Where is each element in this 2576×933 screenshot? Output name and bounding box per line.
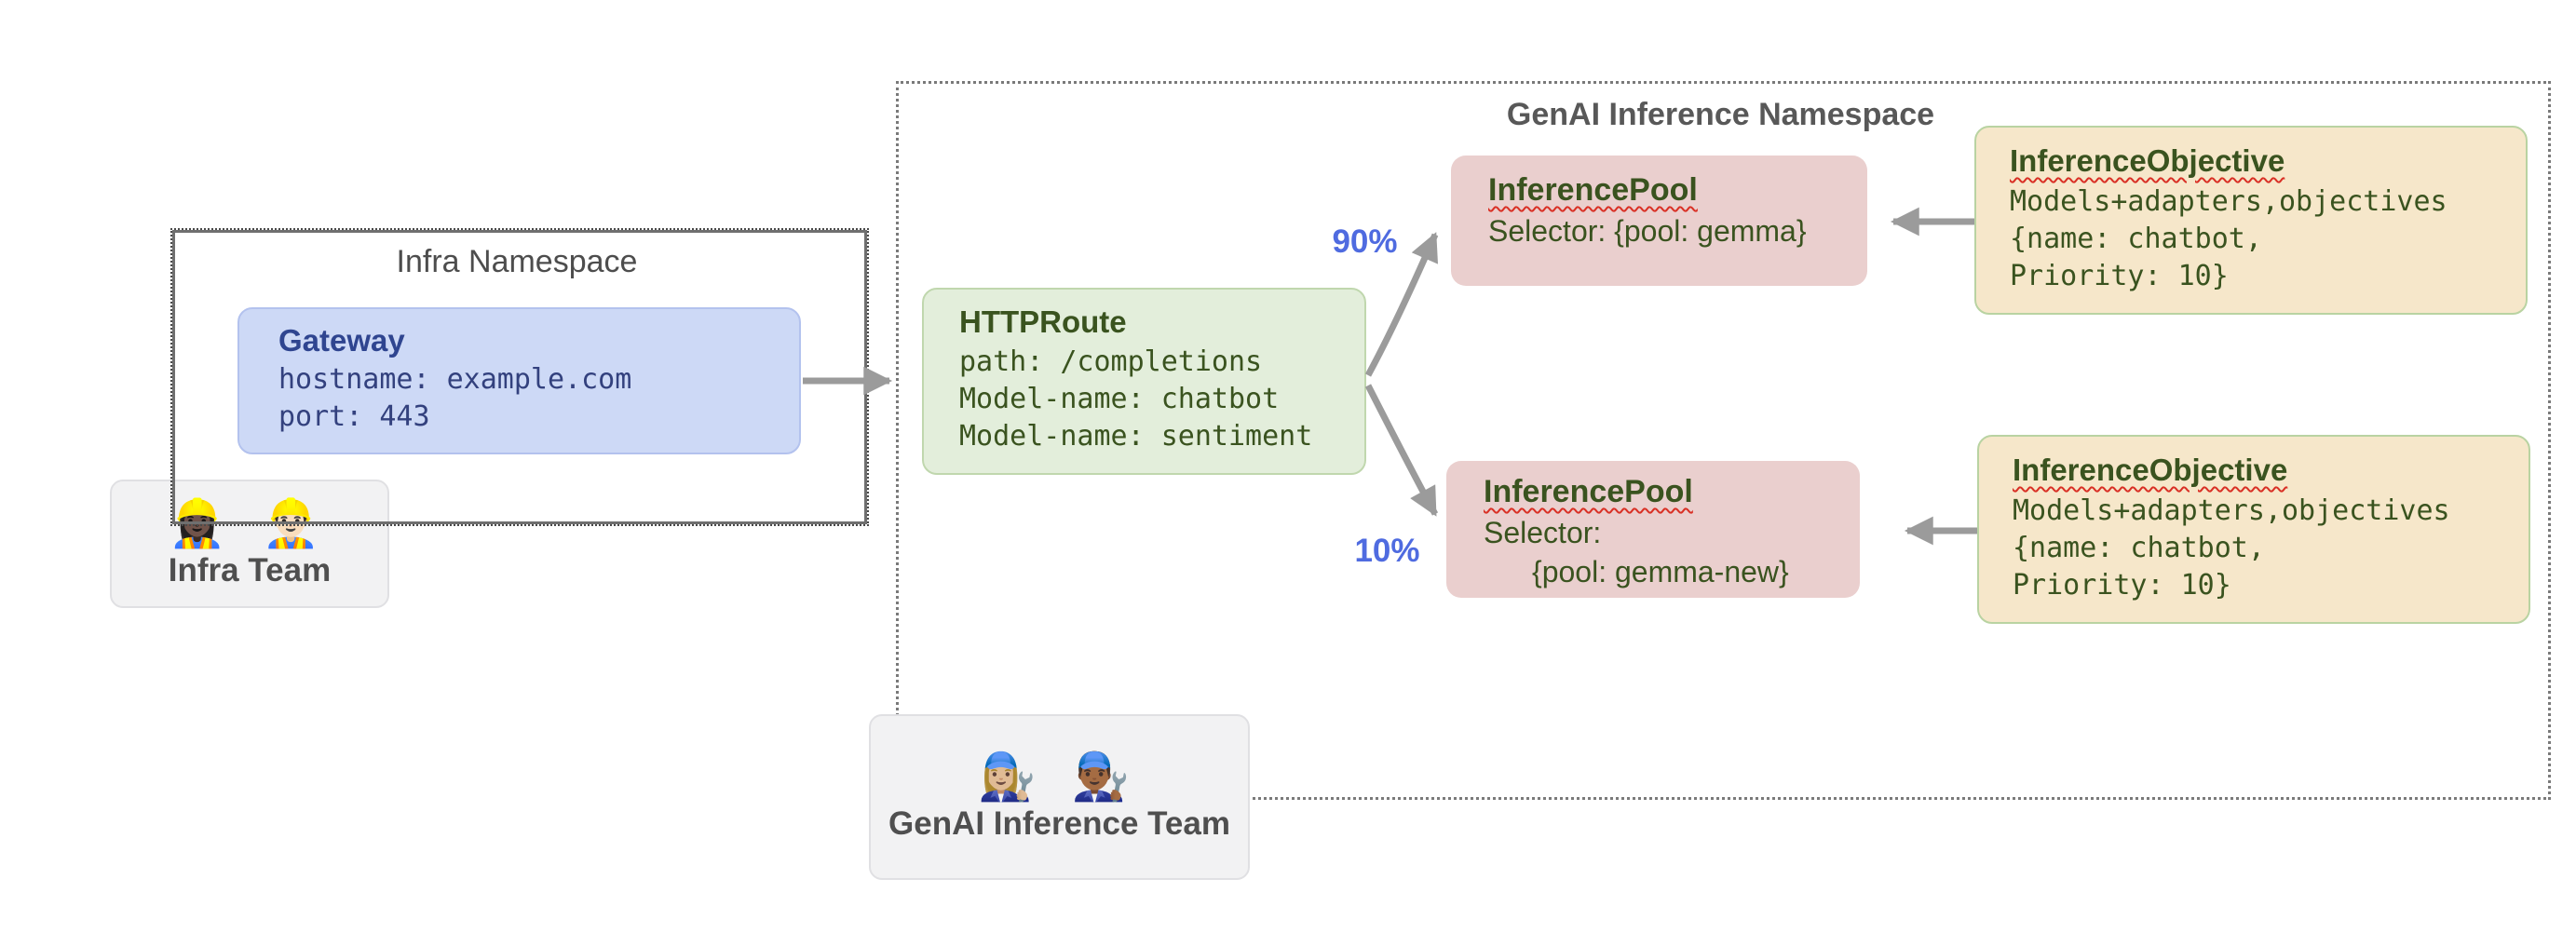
httproute-model-chatbot-line: Model-name: chatbot: [959, 383, 1280, 415]
gateway-hostname-line: hostname: example.com: [278, 363, 632, 396]
inference-objective-top-title: InferenceObjective: [2010, 143, 2285, 178]
infra-namespace-label: Infra Namespace: [396, 244, 638, 279]
inference-objective-bottom-node: InferenceObjective Models+adapters,objec…: [1977, 435, 2530, 624]
httproute-node: HTTPRoute path: /completions Model-name:…: [922, 288, 1366, 475]
httproute-path-line: path: /completions: [959, 345, 1263, 378]
mechanic-icons: 👩🏼‍🔧 👨🏾‍🔧: [978, 750, 1141, 803]
inference-objective-bottom-title: InferenceObjective: [2013, 453, 2288, 487]
traffic-split-10-label: 10%: [1354, 533, 1420, 569]
inference-objective-top-models-line: Models+adapters,objectives: [2010, 185, 2447, 218]
genai-namespace-box: [896, 81, 2551, 800]
inference-pool-bottom-node: InferencePool Selector: {pool: gemma-new…: [1446, 461, 1860, 598]
inference-objective-bottom-name-line: {name: chatbot,: [2013, 532, 2265, 564]
genai-namespace-label: GenAI Inference Namespace: [1506, 97, 1935, 132]
inference-pool-bottom-selector-line: Selector:: [1484, 516, 1602, 549]
inference-objective-bottom-models-line: Models+adapters,objectives: [2013, 494, 2450, 527]
inference-pool-top-node: InferencePool Selector: {pool: gemma}: [1451, 156, 1867, 286]
inference-pool-top-selector-line: Selector: {pool: gemma}: [1488, 214, 1807, 248]
inference-objective-top-node: InferenceObjective Models+adapters,objec…: [1974, 126, 2528, 315]
inference-pool-bottom-selector-value-line: {pool: gemma-new}: [1532, 555, 1789, 588]
gateway-port-line: port: 443: [278, 400, 430, 433]
genai-team-label: GenAI Inference Team: [888, 805, 1230, 842]
gateway-title: Gateway: [278, 323, 405, 358]
inference-objective-top-name-line: {name: chatbot,: [2010, 223, 2262, 255]
gateway-node: Gateway hostname: example.com port: 443: [237, 307, 801, 454]
inference-pool-top-title: InferencePool: [1488, 172, 1698, 208]
inference-objective-top-priority-line: Priority: 10}: [2010, 260, 2229, 292]
inference-pool-bottom-title: InferencePool: [1484, 474, 1693, 509]
httproute-model-sentiment-line: Model-name: sentiment: [959, 420, 1313, 453]
traffic-split-90-label: 90%: [1332, 223, 1398, 260]
inference-objective-bottom-priority-line: Priority: 10}: [2013, 569, 2231, 602]
genai-team-card: 👩🏼‍🔧 👨🏾‍🔧 GenAI Inference Team: [869, 714, 1250, 880]
httproute-title: HTTPRoute: [959, 304, 1127, 339]
infra-team-label: Infra Team: [168, 552, 332, 588]
